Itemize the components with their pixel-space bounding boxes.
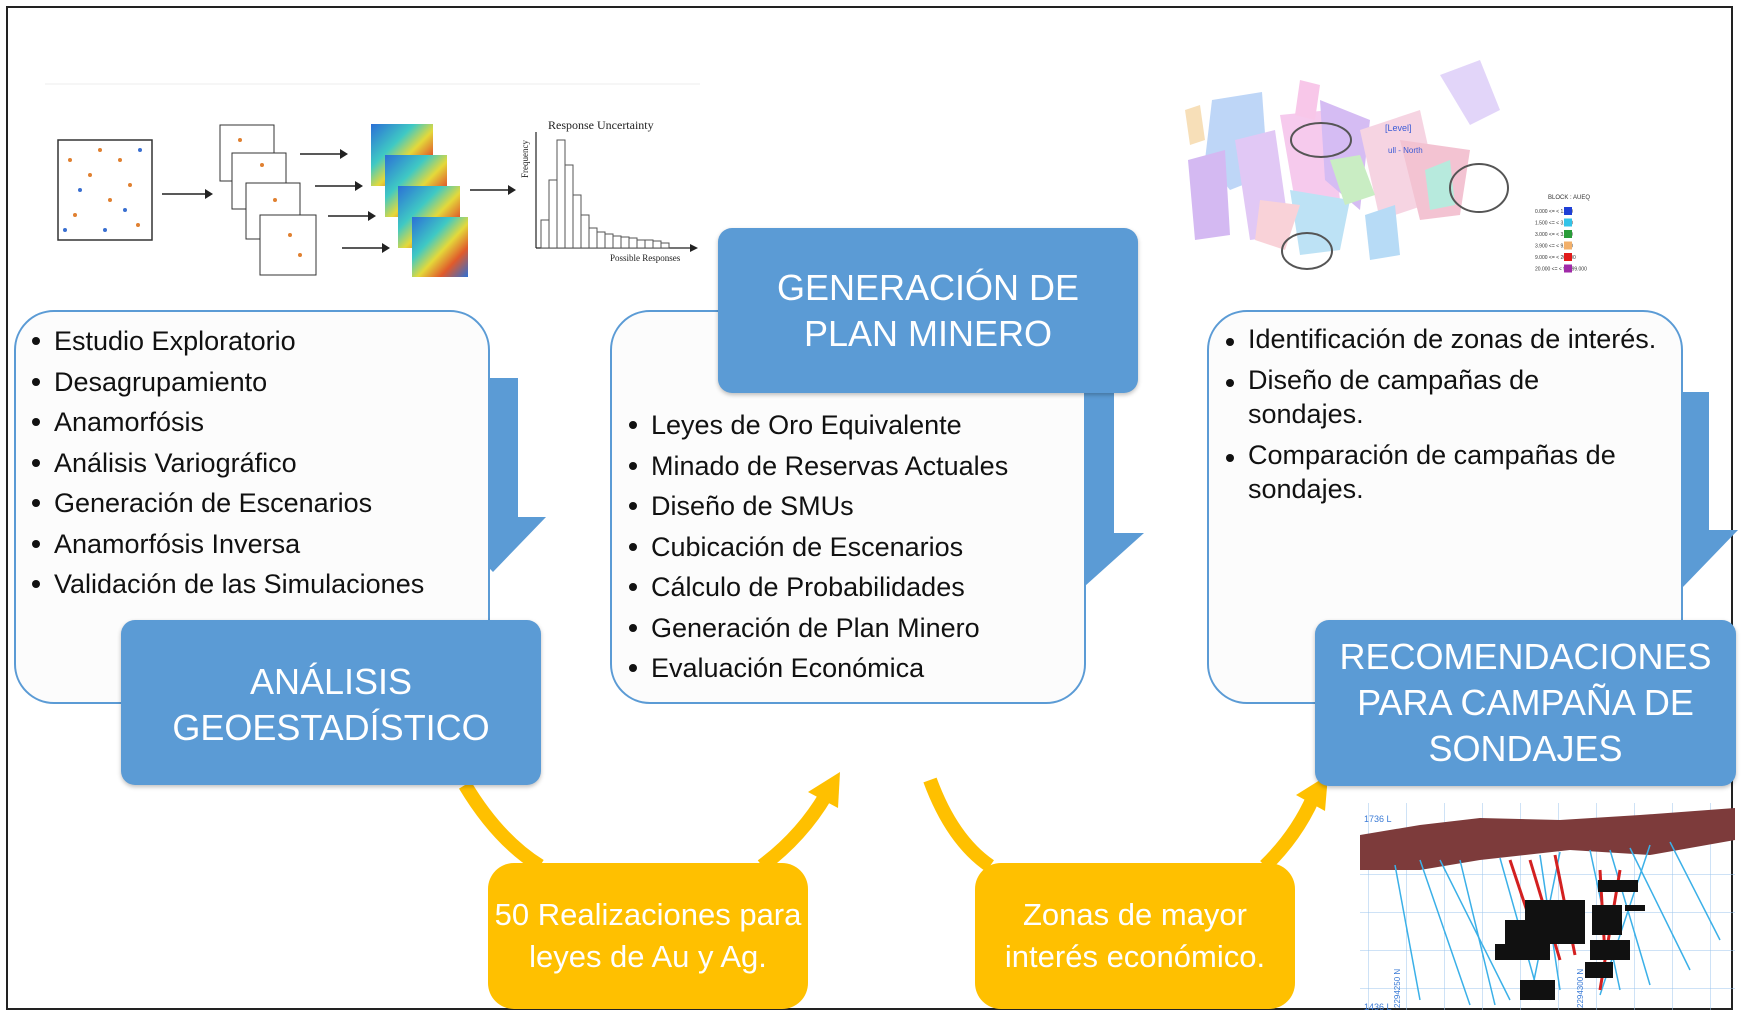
section-label-x1: 2294250 N [1393,969,1402,1008]
section-label-x2: 2294300 N [1576,969,1585,1008]
legend-swatch [1564,207,1572,215]
left-item: Desagrupamiento [26,362,486,403]
middle-item: Cálculo de Probabilidades [623,567,1083,608]
left-item: Generación de Escenarios [26,483,486,524]
left-item: Validación de las Simulaciones [26,564,486,605]
simulation-workflow-image: Response Uncertainty Frequency Possible … [45,83,700,277]
histogram-title: Response Uncertainty [548,118,654,132]
legend-range-label: 20.000 <= < 99999.000 [1535,267,1587,273]
block-map-legend-title: BLOCK : AUEQ [1548,195,1590,201]
legend-swatch [1564,253,1572,261]
middle-item: Diseño de SMUs [623,486,1083,527]
middle-item: Minado de Reservas Actuales [623,446,1083,487]
section-label-top: 1736 L [1364,814,1392,824]
plan-title-box: GENERACIÓN DE PLAN MINERO [718,228,1138,393]
economic-zones-box: Zonas de mayor interés económico. [975,863,1295,1009]
legend-range-label: 3.000 <= < 3.900 [1535,232,1573,238]
block-map-level-label: [Level] [1385,123,1412,133]
legend-range-label: 1.500 <= < 3.000 [1535,221,1573,227]
recommendations-title-box: RECOMENDACIONES PARA CAMPAÑA DE SONDAJES [1315,620,1736,786]
section-label-bottom: 1436 L [1364,1002,1392,1012]
legend-swatch [1564,218,1572,227]
slide-frame [6,6,1733,1010]
left-item: Análisis Variográfico [26,443,486,484]
realizations-box: 50 Realizaciones para leyes de Au y Ag. [488,863,808,1009]
block-map-legend: 0.000 <= < 1.500 1.500 <= < 3.000 3.000 <=… [1535,207,1587,273]
legend-swatch [1564,241,1572,250]
histogram-ylabel: Frequency [520,140,530,178]
middle-item: Evaluación Económica [623,648,1083,689]
legend-range-label: 3.900 <= < 9.000 [1535,244,1573,250]
middle-item: Generación de Plan Minero [623,608,1083,649]
block-model-map-image: [Level] ull - North BLOCK : AUEQ 0.000 <… [1185,60,1590,273]
curved-arrow-analysis-to-yellow [458,781,544,872]
legend-range-label: 0.000 <= < 1.500 [1535,209,1573,215]
legend-range-label: 9.000 <= < 20.000 [1535,255,1576,261]
drillhole-section-image: 1736 L 1436 L 2294250 N 2294300 N [1360,803,1735,1012]
left-item: Anamorfósis [26,402,486,443]
right-item: Identificación de zonas de interés. [1220,322,1660,357]
curved-arrow-yellow-to-plan [757,772,840,872]
curved-arrow-yellow-to-recommendations [1260,775,1328,872]
block-map-north-label: ull - North [1388,146,1423,155]
right-item: Diseño de campañas de sondajes. [1220,363,1660,432]
left-item: Anamorfósis Inversa [26,524,486,565]
middle-item: Cubicación de Escenarios [623,527,1083,568]
legend-swatch [1564,264,1572,273]
recommendations-list: Identificación de zonas de interés. Diseñ… [1220,322,1660,513]
histogram-xlabel: Possible Responses [610,253,681,263]
right-item: Comparación de campañas de sondajes. [1220,438,1660,507]
analysis-title-box: ANÁLISIS GEOESTADÍSTICO [121,620,541,785]
left-item: Estudio Exploratorio [26,321,486,362]
middle-item: Leyes de Oro Equivalente [623,405,1083,446]
curved-arrow-plan-to-yellow [923,777,995,872]
legend-swatch [1564,230,1572,238]
